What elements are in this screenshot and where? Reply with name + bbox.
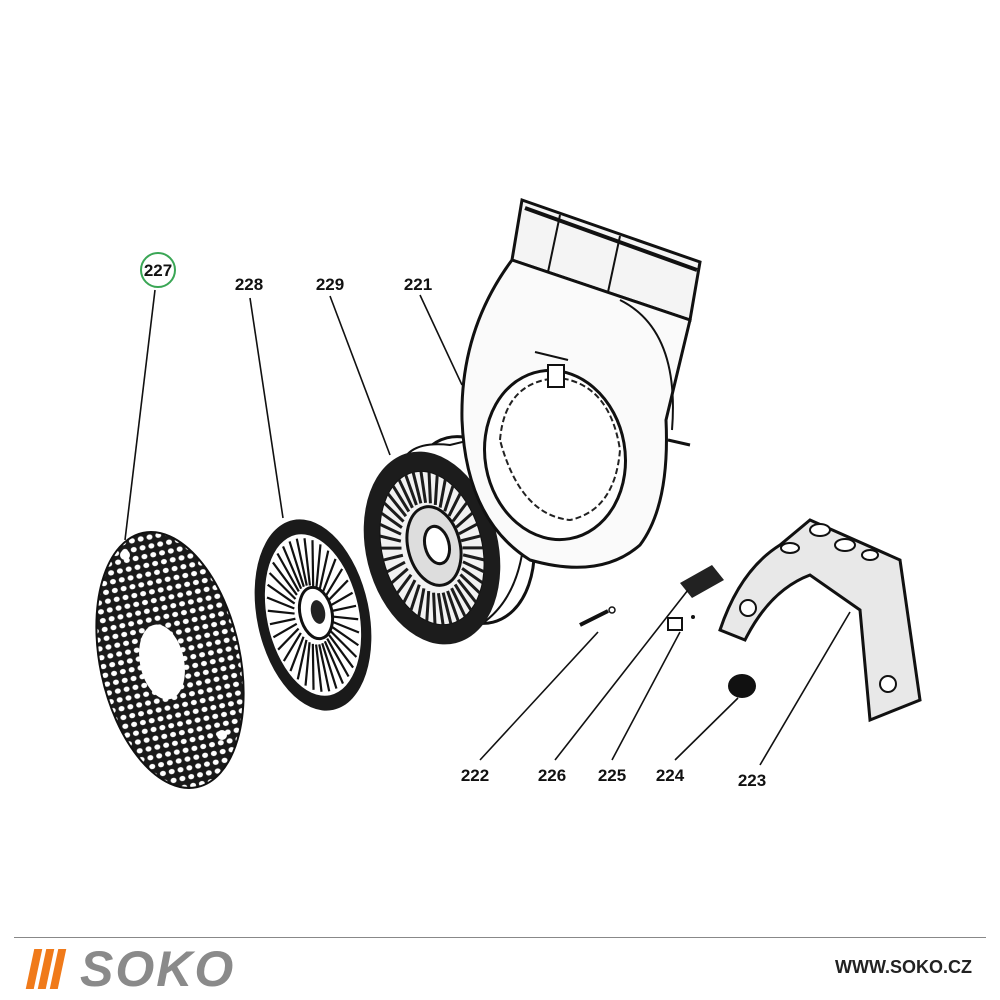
exploded-parts-diagram: 227 228 229 221 222 226 225 224 223 xyxy=(95,197,922,790)
brand-name: SOKO xyxy=(80,941,236,997)
callout-221: 221 xyxy=(404,275,432,294)
part-226-plate xyxy=(680,565,724,598)
part-223-deflector-bracket xyxy=(718,518,922,723)
callout-228: 228 xyxy=(235,275,263,294)
callout-227-highlight xyxy=(140,252,176,288)
callout-226: 226 xyxy=(538,766,566,785)
leader-lines xyxy=(124,289,851,766)
callout-222: 222 xyxy=(461,766,489,785)
callout-224: 224 xyxy=(656,766,685,785)
part-228-fan-disc xyxy=(254,519,372,711)
part-227-mesh-screen xyxy=(95,531,245,789)
callout-225: 225 xyxy=(598,766,626,785)
callout-227: 227 xyxy=(144,261,172,280)
part-224-grommet xyxy=(728,674,756,698)
callout-223: 223 xyxy=(738,771,766,790)
callout-229: 229 xyxy=(316,275,344,294)
part-225-clip xyxy=(667,615,695,631)
website-url: WWW.SOKO.CZ xyxy=(835,957,972,977)
footer-divider xyxy=(14,937,986,938)
brand-stripes-icon xyxy=(25,949,67,989)
part-221-blower-housing xyxy=(460,197,702,569)
brand-logo: SOKO xyxy=(25,941,236,997)
part-222-screw xyxy=(579,606,616,627)
